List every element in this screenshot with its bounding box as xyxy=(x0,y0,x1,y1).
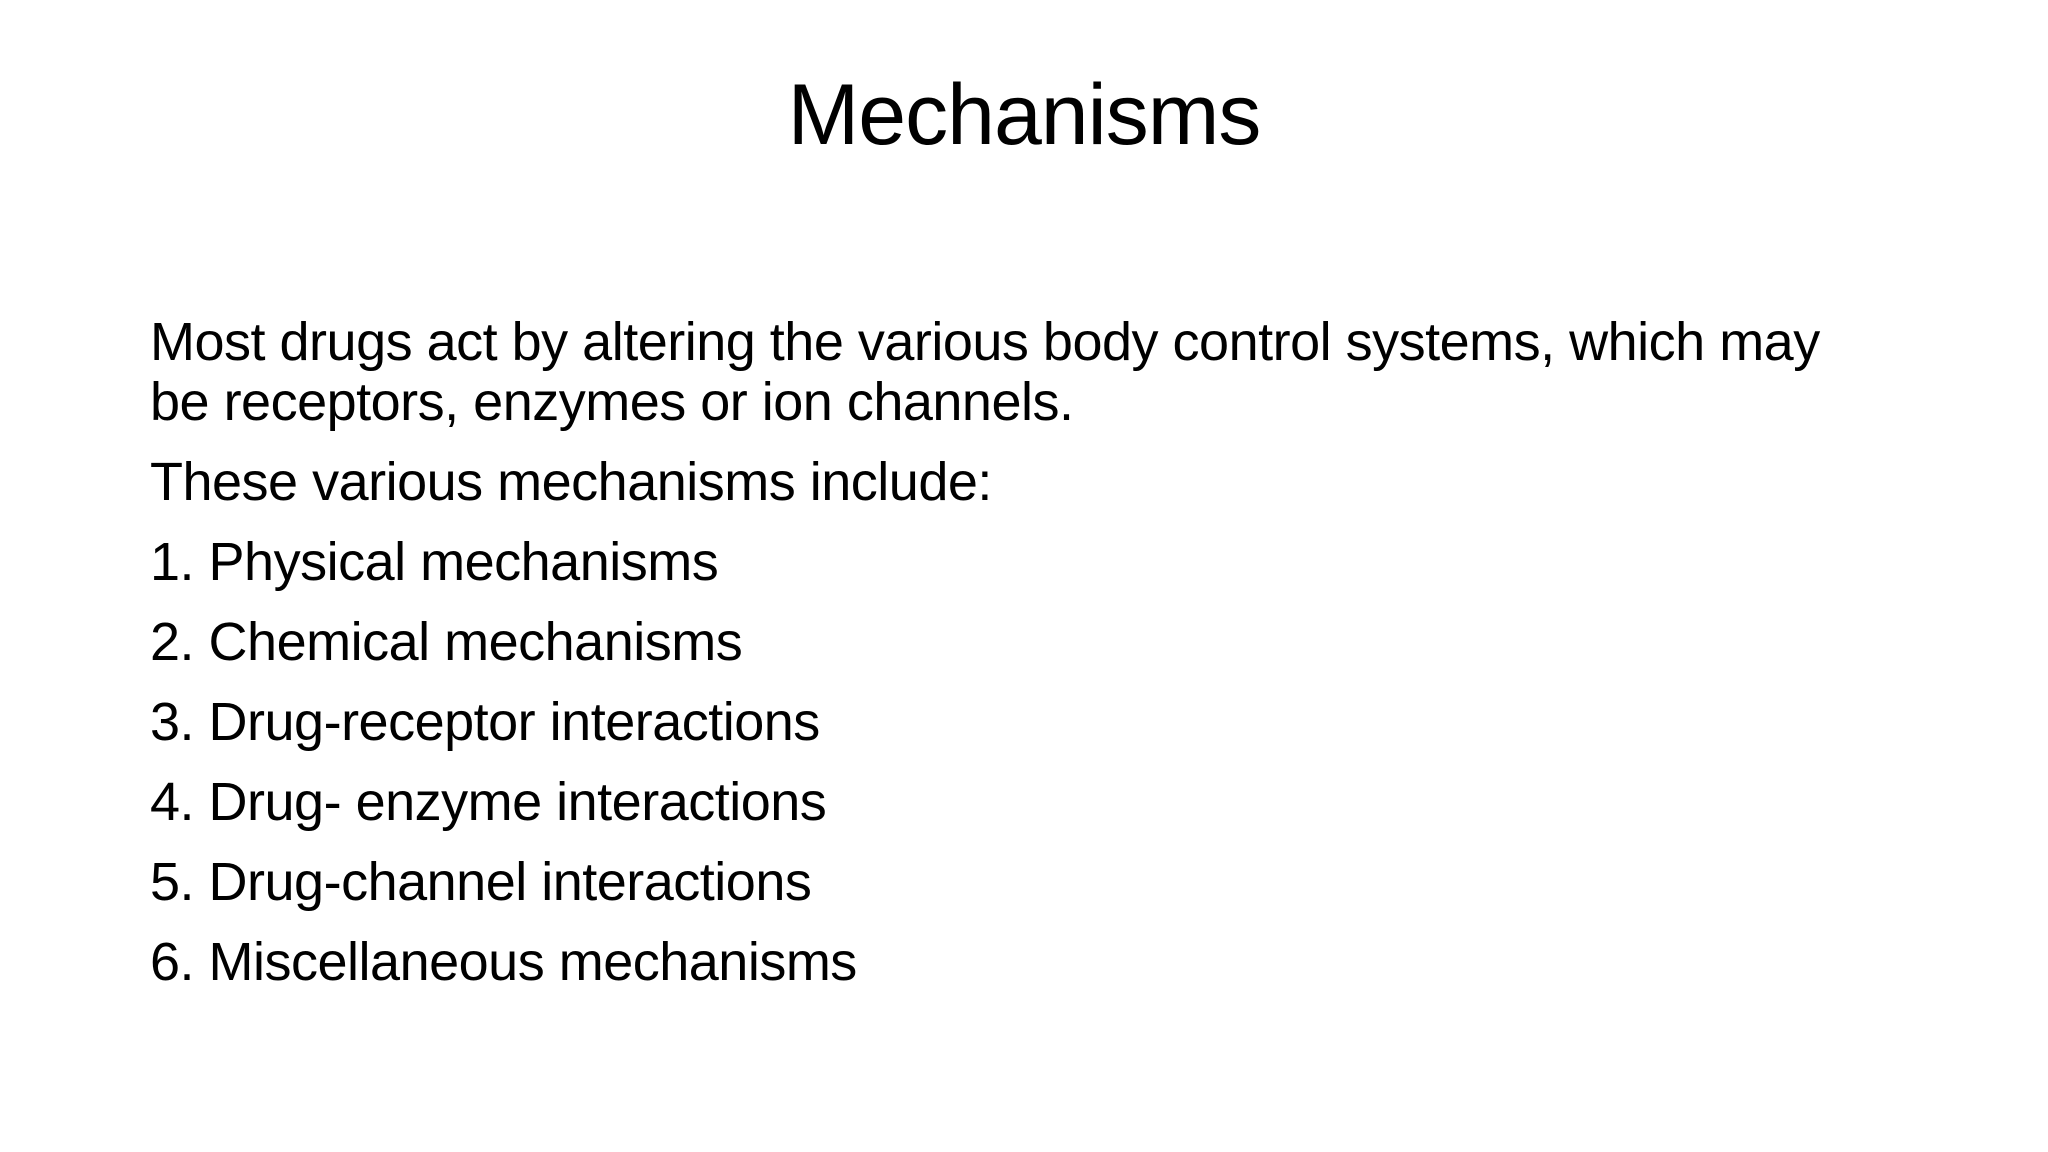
intro-line-2: be receptors, enzymes or ion channels. xyxy=(150,372,1074,432)
list-item-5: 5. Drug-channel interactions xyxy=(150,852,812,912)
list-item-2: 2. Chemical mechanisms xyxy=(150,612,743,672)
slide-title: Mechanisms xyxy=(787,67,1262,163)
list-item-3: 3. Drug-receptor interactions xyxy=(150,692,820,752)
slide-body: Most drugs act by altering the various b… xyxy=(150,312,2010,992)
lead-in-line: These various mechanisms include: xyxy=(150,452,992,512)
list-item-6: 6. Miscellaneous mechanisms xyxy=(150,932,857,992)
intro-line-1: Most drugs act by altering the various b… xyxy=(150,312,1820,372)
list-item-1: 1. Physical mechanisms xyxy=(150,532,719,592)
list-item-4: 4. Drug- enzyme interactions xyxy=(150,772,827,832)
